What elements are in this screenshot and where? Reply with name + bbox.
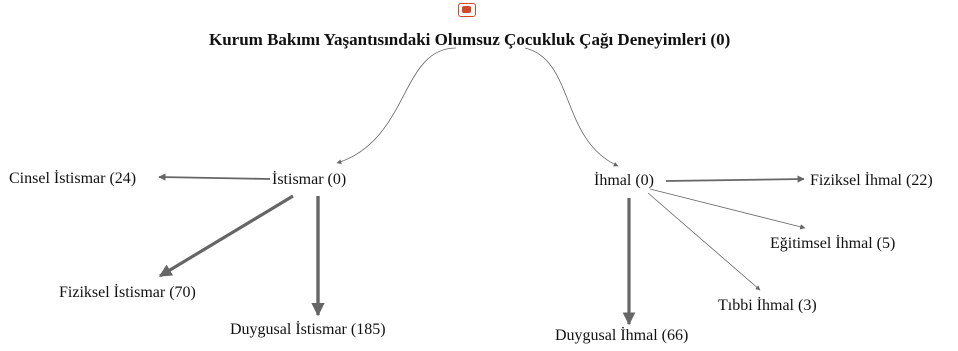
edge-root-istismar: [336, 47, 457, 164]
edge-istismar-fiziksel: [158, 194, 294, 278]
node-istismar[interactable]: İstismar (0): [272, 171, 347, 188]
edge-ihmal-fiziksel: [665, 175, 805, 183]
edge-root-ihmal: [524, 47, 619, 167]
node-duygusal-ihmal[interactable]: Duygusal İhmal (66): [555, 327, 689, 344]
node-egitimsel-ihmal[interactable]: Eğitimsel İhmal (5): [770, 235, 896, 252]
node-duygusal-istismar[interactable]: Duygusal İstismar (185): [230, 321, 386, 338]
node-tibbi-ihmal[interactable]: Tıbbi İhmal (3): [718, 297, 817, 314]
edge-istismar-cinsel: [158, 173, 271, 181]
node-cinsel-istismar[interactable]: Cinsel İstismar (24): [9, 170, 137, 187]
root-node-label[interactable]: Kurum Bakımı Yaşantısındaki Olumsuz Çocu…: [209, 30, 731, 49]
edge-ihmal-tibbi: [647, 192, 761, 291]
case-icon: [458, 3, 476, 17]
edge-ihmal-egitimsel: [649, 188, 806, 230]
node-ihmal[interactable]: İhmal (0): [594, 172, 654, 189]
node-fiziksel-ihmal[interactable]: Fiziksel İhmal (22): [810, 172, 933, 189]
node-fiziksel-istismar[interactable]: Fiziksel İstismar (70): [59, 284, 196, 301]
